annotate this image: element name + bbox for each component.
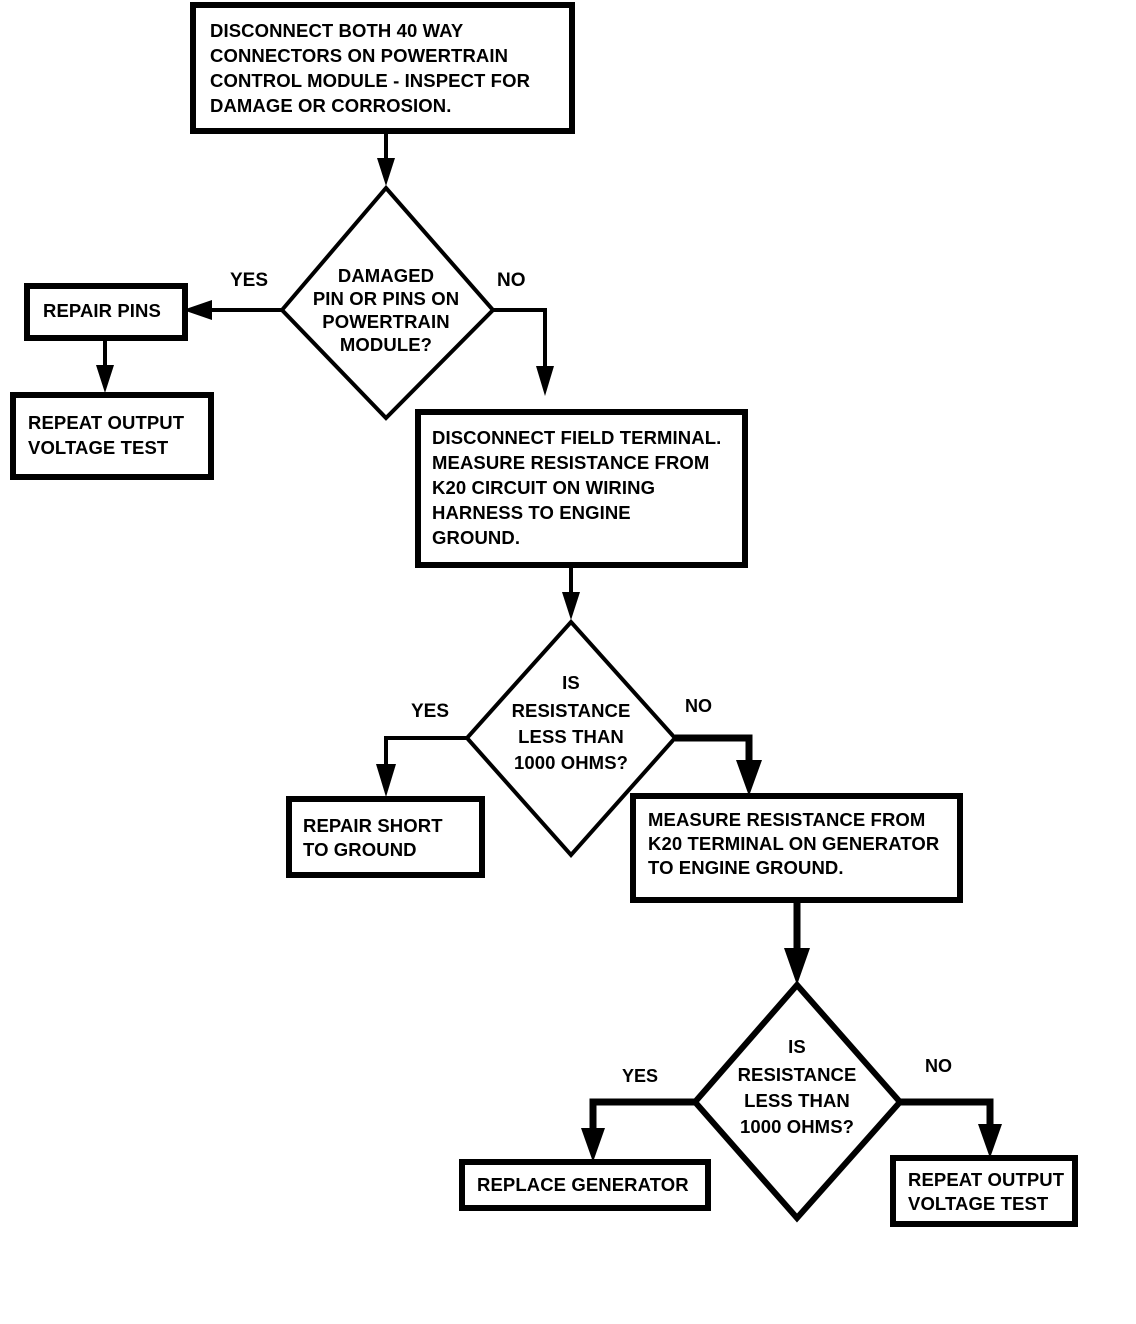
field-terminal-line-2: MEASURE RESISTANCE FROM (432, 452, 709, 473)
connector-start-to-decision-pins (377, 131, 395, 186)
decision-harness-line-1: IS (562, 672, 580, 693)
repeat-test-right-line-2: VOLTAGE TEST (908, 1193, 1049, 1214)
decision-pins-line-4: MODULE? (340, 334, 432, 355)
decision-harness-line-2: RESISTANCE (512, 700, 631, 721)
connector-pins-no (493, 308, 554, 396)
node-replace-generator[interactable]: REPLACE GENERATOR (459, 1159, 711, 1211)
node-repeat-output-voltage-test-left[interactable]: REPEAT OUTPUT VOLTAGE TEST (10, 392, 214, 480)
connector-generator-no (900, 1098, 1002, 1158)
field-terminal-line-1: DISCONNECT FIELD TERMINAL. (432, 427, 721, 448)
decision-pins-line-2: PIN OR PINS ON (313, 288, 459, 309)
decision-generator-line-3: LESS THAN (744, 1090, 850, 1111)
start-box-line-1: DISCONNECT BOTH 40 WAY (210, 20, 464, 41)
measure-generator-line-1: MEASURE RESISTANCE FROM (648, 809, 925, 830)
decision-generator-line-2: RESISTANCE (738, 1064, 857, 1085)
field-terminal-line-3: K20 CIRCUIT ON WIRING (432, 477, 655, 498)
decision-generator-line-4: 1000 OHMS? (740, 1116, 854, 1137)
connector-harness-no (675, 734, 762, 796)
edge-label-harness-no: NO (685, 696, 712, 716)
connector-pins-yes (183, 300, 282, 320)
decision-pins-line-3: POWERTRAIN (322, 311, 449, 332)
repeat-test-right-line-1: REPEAT OUTPUT (908, 1169, 1065, 1190)
field-terminal-line-4: HARNESS TO ENGINE (432, 502, 631, 523)
connector-repair-pins-to-repeat-test (96, 338, 114, 393)
edge-label-generator-no: NO (925, 1056, 952, 1076)
start-box-line-4: DAMAGE OR CORROSION. (210, 95, 451, 116)
node-repair-short-to-ground[interactable]: REPAIR SHORT TO GROUND (286, 796, 485, 878)
edge-label-pins-yes: YES (230, 270, 268, 291)
node-repeat-output-voltage-test-right[interactable]: REPEAT OUTPUT VOLTAGE TEST (890, 1155, 1078, 1227)
node-measure-resistance-generator[interactable]: MEASURE RESISTANCE FROM K20 TERMINAL ON … (630, 793, 963, 903)
node-disconnect-field-terminal[interactable]: DISCONNECT FIELD TERMINAL. MEASURE RESIS… (415, 409, 748, 568)
connector-field-to-decision-harness (562, 565, 580, 620)
node-decision-resistance-generator[interactable]: IS RESISTANCE LESS THAN 1000 OHMS? (691, 980, 905, 1223)
repair-pins-line-1: REPAIR PINS (43, 300, 161, 321)
connector-generator-yes (581, 1098, 695, 1162)
node-decision-damaged-pins[interactable]: DAMAGED PIN OR PINS ON POWERTRAIN MODULE… (279, 184, 496, 421)
node-start-box[interactable]: DISCONNECT BOTH 40 WAY CONNECTORS ON POW… (190, 2, 575, 134)
edge-label-pins-no: NO (497, 270, 526, 291)
decision-pins-line-1: DAMAGED (338, 265, 434, 286)
replace-generator-line-1: REPLACE GENERATOR (477, 1174, 689, 1195)
node-decision-resistance-harness[interactable]: IS RESISTANCE LESS THAN 1000 OHMS? (464, 619, 678, 859)
decision-harness-line-3: LESS THAN (518, 726, 624, 747)
measure-generator-line-3: TO ENGINE GROUND. (648, 857, 844, 878)
start-box-line-3: CONTROL MODULE - INSPECT FOR (210, 70, 530, 91)
repair-short-line-1: REPAIR SHORT (303, 815, 443, 836)
edge-label-generator-yes: YES (622, 1066, 658, 1086)
start-box-line-2: CONNECTORS ON POWERTRAIN (210, 45, 508, 66)
decision-harness-line-4: 1000 OHMS? (514, 752, 628, 773)
connector-generator-to-decision (784, 900, 810, 985)
decision-generator-line-1: IS (788, 1036, 806, 1057)
repair-short-line-2: TO GROUND (303, 839, 417, 860)
node-repair-pins[interactable]: REPAIR PINS (24, 283, 188, 341)
edge-label-harness-yes: YES (411, 701, 449, 722)
field-terminal-line-5: GROUND. (432, 527, 520, 548)
repeat-test-left-line-2: VOLTAGE TEST (28, 437, 169, 458)
connector-harness-yes (376, 736, 467, 797)
measure-generator-line-2: K20 TERMINAL ON GENERATOR (648, 833, 939, 854)
repeat-test-left-line-1: REPEAT OUTPUT (28, 412, 185, 433)
